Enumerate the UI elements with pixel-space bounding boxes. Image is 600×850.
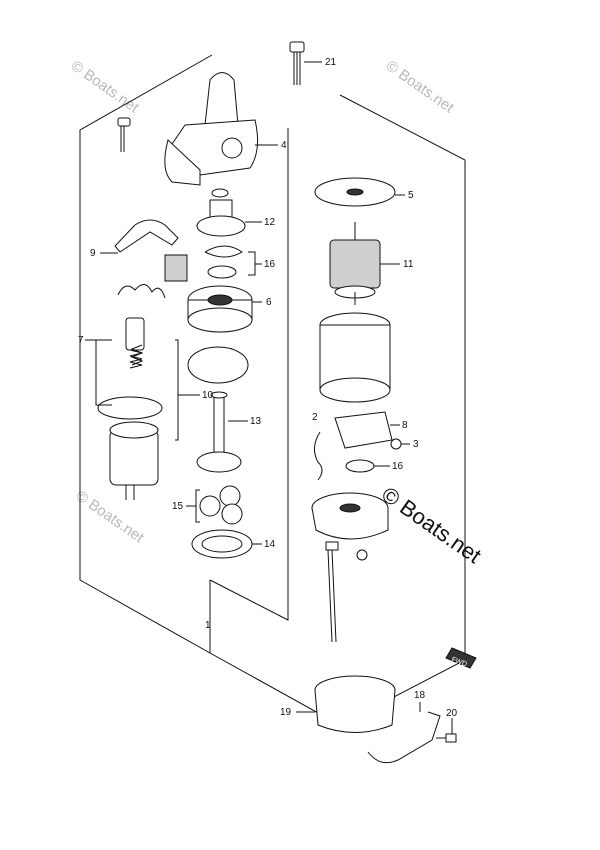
watermark-mid-left: © Boats.net [73, 487, 148, 546]
part-18-strap [367, 702, 441, 764]
callout-10: 10 [202, 390, 214, 401]
callout-15: 15 [172, 501, 184, 512]
callout-11: 11 [403, 259, 414, 270]
part-9-lever [100, 219, 179, 254]
callout-9: 9 [90, 248, 96, 259]
part-plunger-block [164, 254, 188, 282]
part-5-plate [314, 177, 405, 207]
callout-5: 5 [408, 190, 414, 201]
callout-8: 8 [402, 420, 408, 431]
part-plate-ring [187, 346, 249, 384]
part-15-planet-gears [186, 485, 243, 525]
part-3-screw [390, 438, 410, 450]
callout-7: 7 [78, 335, 84, 346]
callout-labels: 1 2 3 4 5 6 7 8 9 10 11 12 13 14 15 16 1… [78, 57, 458, 719]
assembly-outline [79, 54, 466, 726]
callout-13: 13 [250, 416, 262, 427]
callout-12: 12 [264, 217, 276, 228]
part-through-bolt [325, 541, 368, 643]
part-6-clutch [187, 285, 262, 333]
part-7-solenoid-group [85, 317, 163, 500]
part-14-internal-gear [191, 529, 262, 559]
callout-16a: 16 [264, 259, 276, 270]
watermark-top-right: © Boats.net [383, 57, 458, 116]
callout-1: 1 [205, 620, 211, 631]
callout-14: 14 [264, 539, 276, 550]
callout-4: 4 [281, 140, 287, 151]
part-washer-small [211, 188, 229, 198]
callout-2: 2 [312, 412, 318, 423]
callout-21: 21 [325, 57, 337, 68]
part-4-drive-housing [164, 72, 278, 186]
callout-19: 19 [280, 707, 292, 718]
part-11-armature [329, 222, 400, 305]
part-yoke [319, 312, 391, 403]
part-16-clips [204, 245, 262, 279]
part-13-shaft [196, 391, 248, 473]
callout-16b: 16 [392, 461, 404, 472]
part-16-clip-lower [345, 459, 375, 473]
part-19-band [296, 675, 396, 733]
callout-6: 6 [266, 297, 272, 308]
part-bolt-small [117, 117, 131, 152]
callout-3: 3 [413, 439, 419, 450]
bracket-10 [175, 339, 179, 441]
fwd-badge: FWD [445, 647, 477, 669]
part-20-bolt [436, 718, 457, 743]
part-spring-wire [117, 284, 166, 299]
watermark-main: © Boats.net [377, 482, 486, 569]
part-2-lead [314, 431, 323, 481]
callout-18: 18 [414, 690, 426, 701]
part-21-bolt [289, 41, 322, 85]
callout-20: 20 [446, 708, 458, 719]
watermark-top-left: © Boats.net [68, 57, 143, 116]
part-12-pinion [196, 199, 262, 237]
part-8-brush-holder [334, 411, 400, 449]
part-end-cover [311, 492, 389, 540]
